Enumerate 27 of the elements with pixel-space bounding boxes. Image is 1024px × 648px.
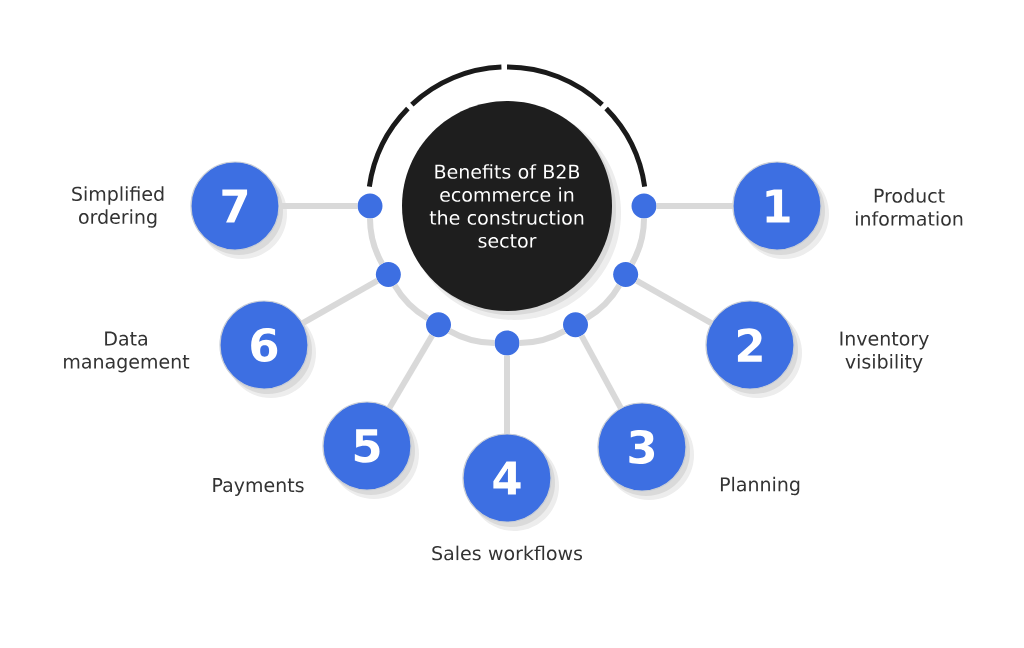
connector-line: [279, 203, 358, 209]
connector-line: [578, 334, 624, 410]
connector-dot: [613, 262, 639, 287]
connector-line: [504, 355, 510, 434]
connector-line: [584, 283, 622, 321]
connector-dot: [631, 193, 657, 219]
connector-line: [367, 218, 385, 266]
benefit-label: Inventory visibility: [840, 331, 929, 373]
benefit-label: Data management: [64, 331, 190, 373]
benefit-label: Payments: [213, 478, 304, 496]
benefit-label: Planning: [720, 476, 800, 496]
connector-dot: [494, 330, 520, 356]
connector-dot: [357, 193, 383, 219]
connector-line: [629, 218, 647, 266]
connector-line: [300, 278, 379, 326]
connector-dot: [375, 262, 401, 287]
connector-line: [386, 333, 435, 410]
connector-dot: [426, 312, 451, 338]
connector-line: [656, 203, 733, 209]
benefit-label: Simplified ordering: [72, 186, 164, 228]
benefit-label: Sales workflows: [432, 545, 583, 561]
benefit-label: Product information: [855, 188, 963, 226]
connector-line: [447, 328, 495, 346]
connector-line: [519, 328, 567, 346]
connector-line: [392, 283, 430, 321]
connector-dot: [563, 312, 588, 338]
connector-line: [635, 278, 714, 326]
